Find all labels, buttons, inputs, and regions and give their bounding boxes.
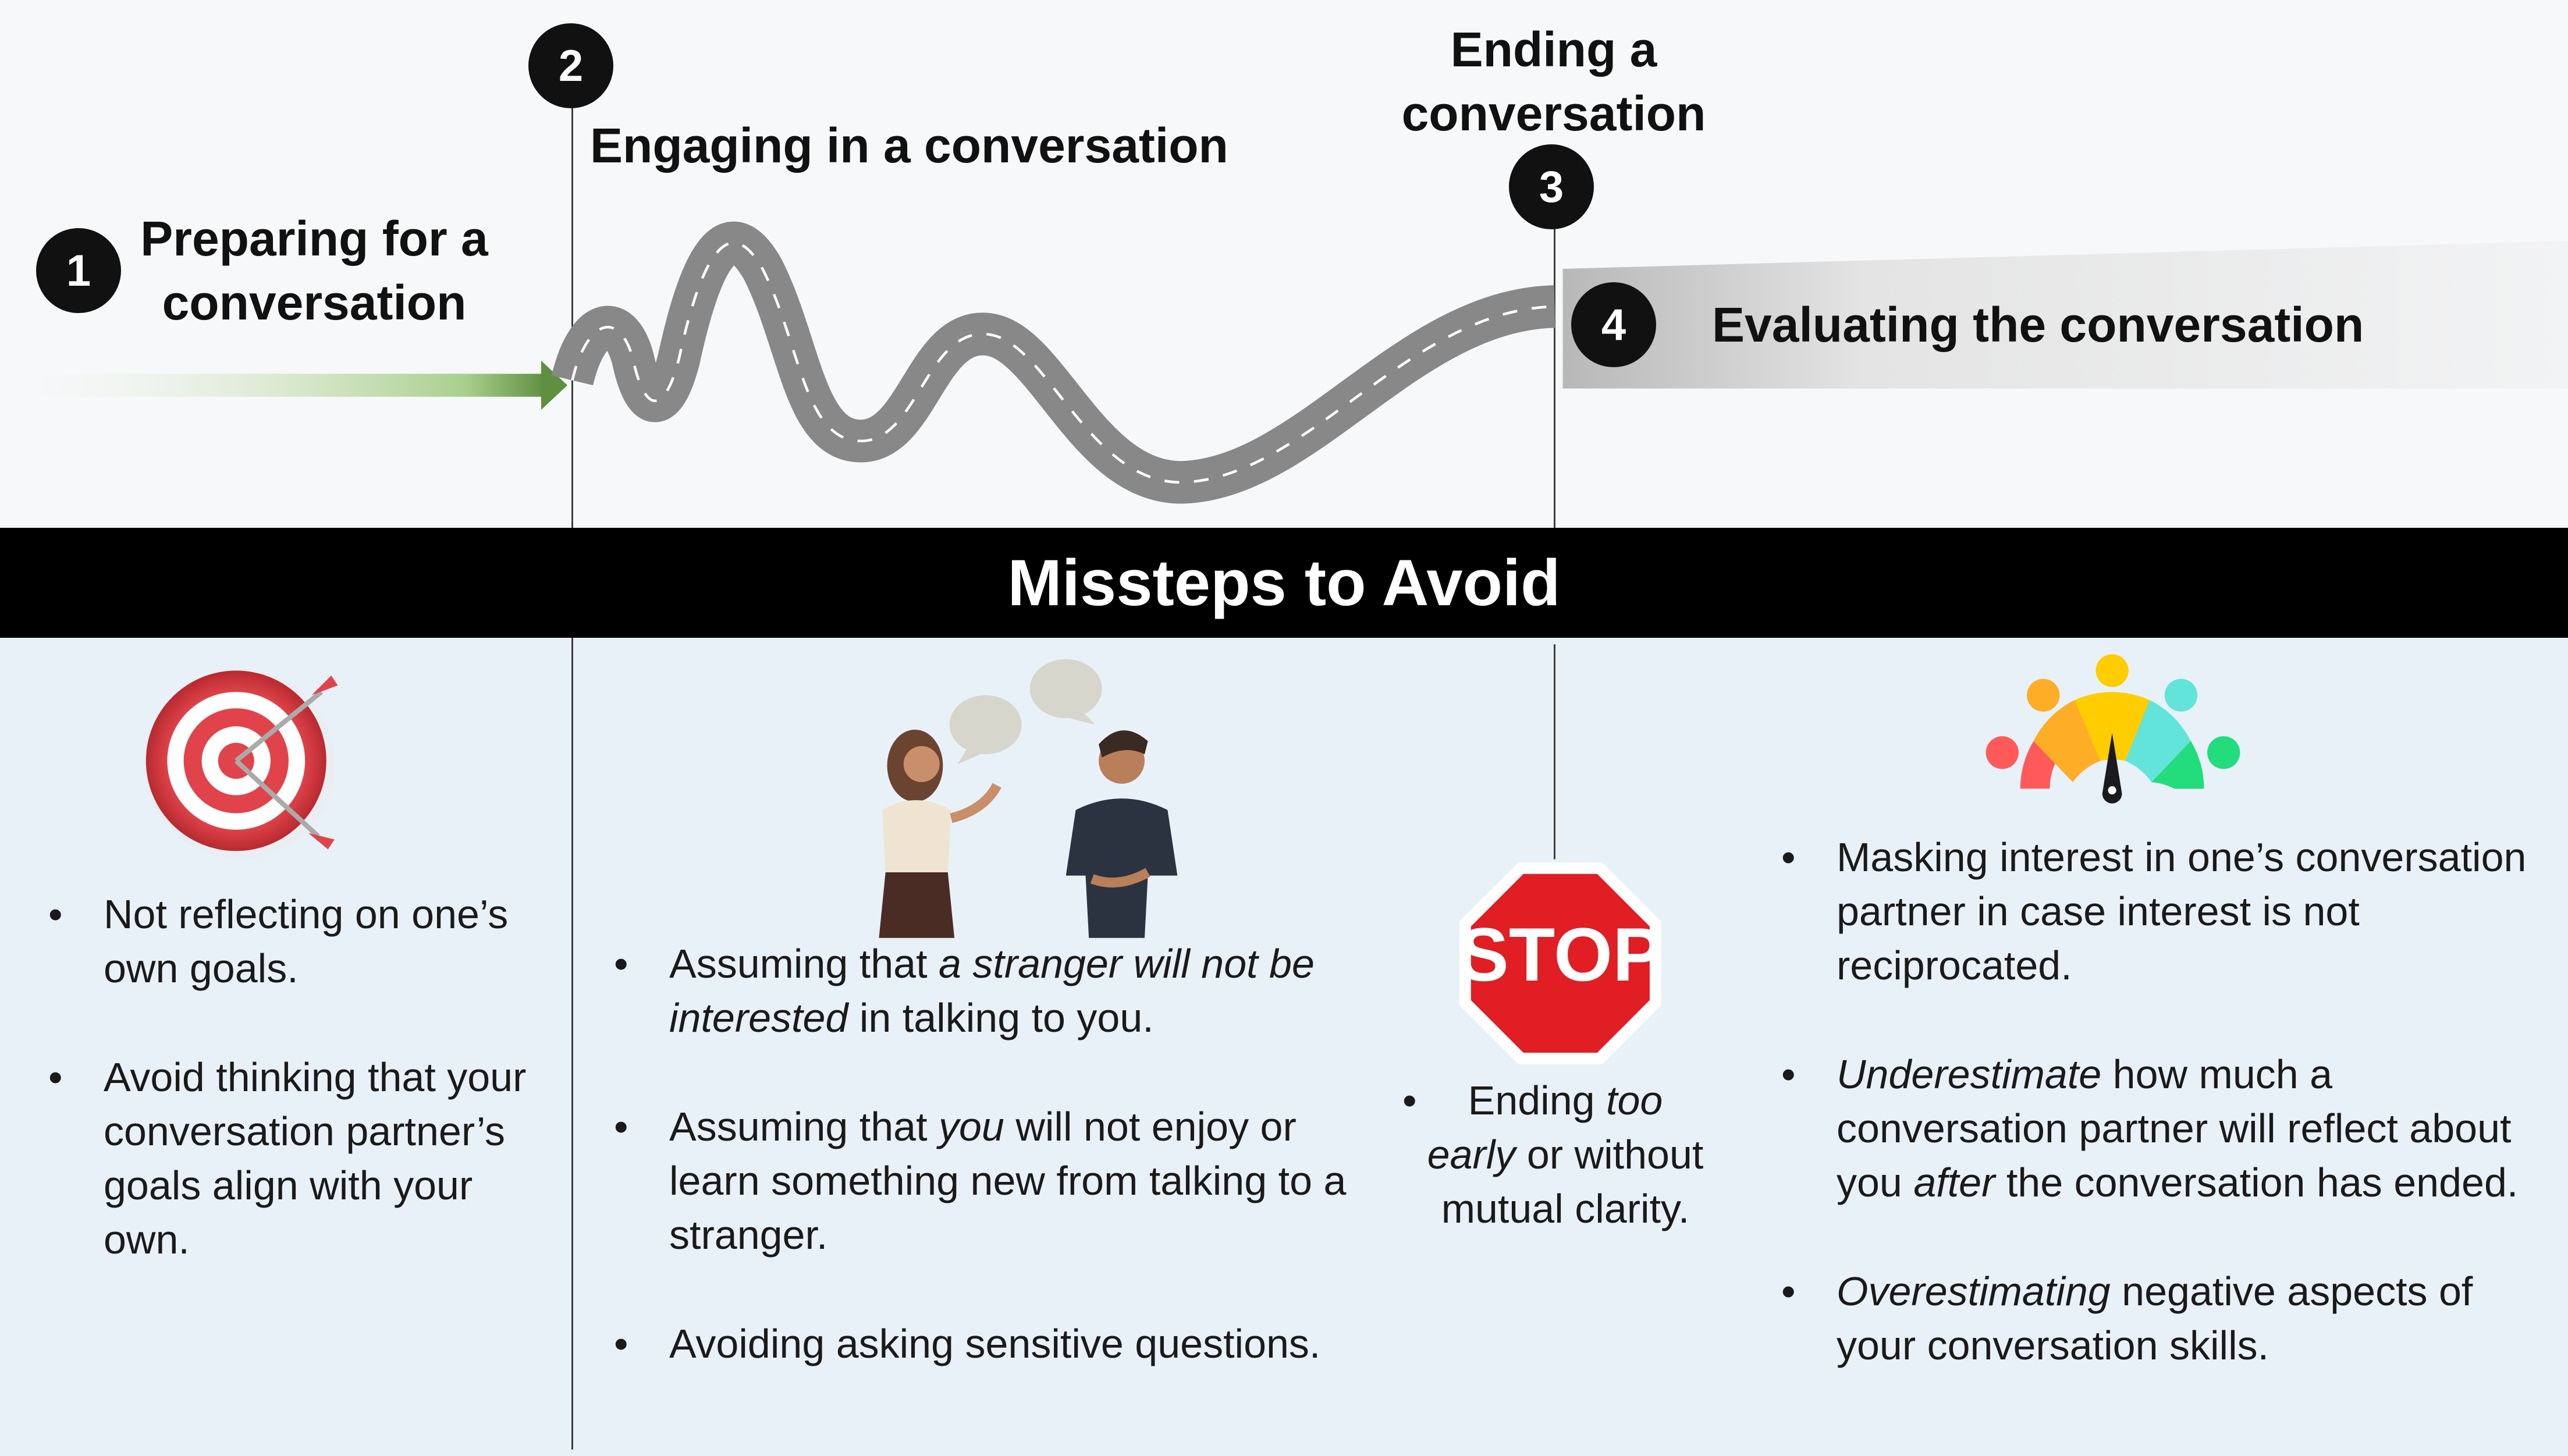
- misstep-text: you: [939, 1104, 1004, 1149]
- misstep-item: Overestimating negative aspects of your …: [1781, 1265, 2546, 1373]
- misstep-text: will not enjoy or learn something new fr…: [669, 1104, 1347, 1258]
- misstep-item: Assuming that you will not enjoy or lear…: [614, 1100, 1368, 1262]
- misstep-text: Avoiding asking sensitive questions.: [669, 1321, 1321, 1366]
- winding-road-icon: [551, 221, 1555, 504]
- gauge-icon: [1986, 654, 2240, 804]
- evaluation-band: [1562, 241, 2568, 389]
- stage-2-badge: 2: [528, 23, 613, 108]
- stop-sign-text: STOP: [1458, 912, 1663, 997]
- stop-sign-icon: [1459, 862, 1661, 1064]
- stage-4-label: Evaluating the conversation: [1712, 297, 2364, 352]
- misstep-item: Not reflecting on one’s own goals.: [48, 887, 557, 996]
- misstep-text: Assuming that: [669, 1104, 939, 1149]
- misstep-text: negative aspects of your conversation sk…: [1837, 1269, 2473, 1368]
- banner-title: Missteps to Avoid: [1007, 546, 1561, 619]
- misstep-text: in talking to you.: [848, 995, 1154, 1040]
- misstep-text: too early: [1427, 1078, 1663, 1177]
- misstep-text: Assuming that: [669, 941, 939, 986]
- misstep-item: Assuming that a stranger will not be int…: [614, 937, 1368, 1045]
- missteps-banner: Missteps to Avoid: [0, 528, 2568, 638]
- misstep-text: or without mutual clarity.: [1441, 1132, 1704, 1231]
- misstep-text: Masking interest in one’s conversation p…: [1837, 834, 2527, 988]
- misstep-text: Overestimating: [1837, 1269, 2111, 1314]
- stage-1-badge: 1: [36, 228, 121, 313]
- misstep-text: Avoid thinking that your conversation pa…: [104, 1054, 527, 1262]
- misstep-item: Masking interest in one’s conversation p…: [1781, 830, 2546, 993]
- misstep-text: Ending: [1468, 1078, 1607, 1123]
- green-arrow-icon: [8, 360, 568, 410]
- conversation-people-icon: [879, 659, 1178, 938]
- column-4-list: Masking interest in one’s conversation p…: [1781, 830, 2546, 1427]
- misstep-item: Avoiding asking sensitive questions.: [614, 1317, 1368, 1371]
- misstep-text: a stranger will not be interested: [669, 941, 1315, 1040]
- column-1-list: Not reflecting on one’s own goals. Avoid …: [48, 887, 557, 1322]
- misstep-text: the conversation has ended.: [1995, 1160, 2519, 1205]
- misstep-text: how much a conversation partner will ref…: [1837, 1052, 2512, 1205]
- misstep-text: Not reflecting on one’s own goals.: [104, 892, 509, 991]
- misstep-item: Avoid thinking that your conversation pa…: [48, 1050, 557, 1267]
- misstep-item: Underestimate how much a conversation pa…: [1781, 1047, 2546, 1210]
- column-2-list: Assuming that a stranger will not be int…: [614, 937, 1368, 1426]
- stage-2-label: Engaging in a conversation: [590, 118, 1228, 173]
- stage-3-badge: 3: [1509, 144, 1594, 229]
- column-3-list: Ending too early or without mutual clari…: [1402, 1074, 1711, 1291]
- misstep-text: Underestimate: [1837, 1052, 2102, 1097]
- misstep-item: Ending too early or without mutual clari…: [1402, 1074, 1711, 1236]
- target-icon: [144, 669, 338, 860]
- stage-4-badge: 4: [1571, 282, 1656, 367]
- misstep-text: after: [1913, 1160, 1995, 1205]
